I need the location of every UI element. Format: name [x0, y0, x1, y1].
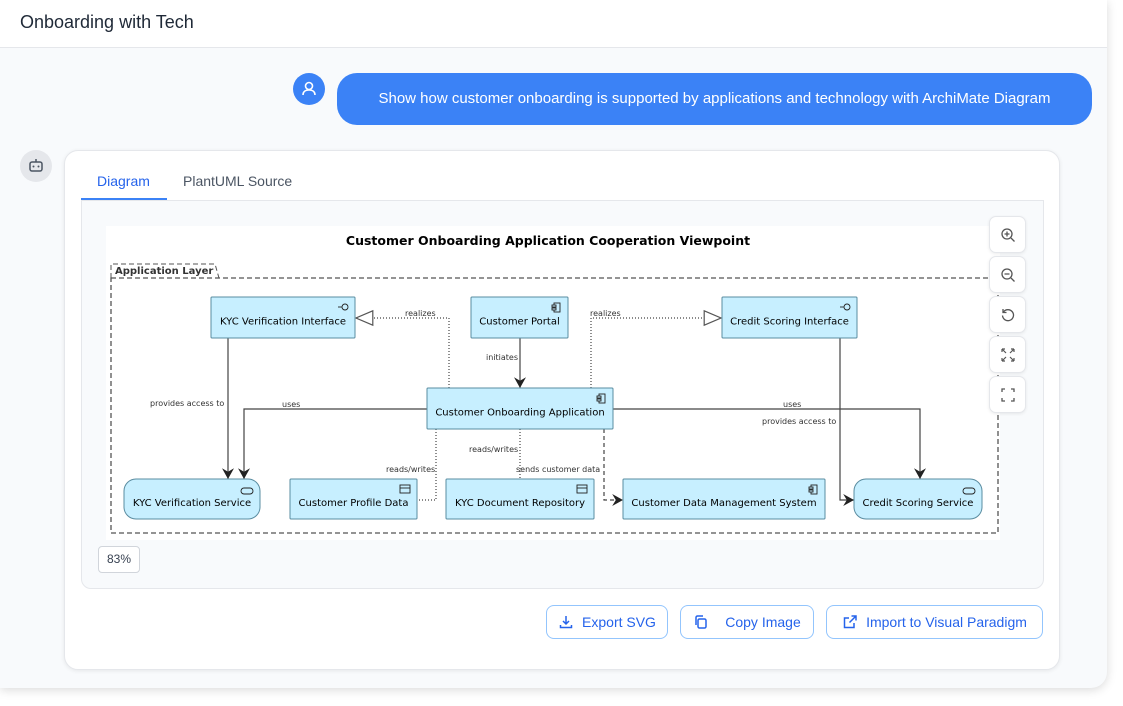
node-label: Customer Portal [479, 317, 559, 328]
diagram-title: Customer Onboarding Application Cooperat… [346, 233, 750, 248]
import-visual-paradigm-label: Import to Visual Paradigm [866, 614, 1027, 630]
zoom-in-icon [1000, 227, 1015, 242]
application-component-icon [808, 484, 818, 495]
edge-uses-kyc [238, 408, 427, 479]
copy-icon [695, 615, 707, 629]
edge-label: provides access to [762, 417, 836, 426]
group-application-layer: Application Layer [110, 263, 999, 534]
fit-view-button[interactable] [989, 336, 1026, 373]
edge-sends-data [603, 429, 623, 506]
edge-label: realizes [405, 309, 436, 318]
user-message: Show how customer onboarding is supporte… [337, 73, 1092, 125]
node-kyc-service[interactable]: KYC Verification Service [123, 478, 261, 520]
application-interface-icon [840, 303, 851, 311]
edge-realizes-credit [590, 318, 721, 388]
import-visual-paradigm-button[interactable]: Import to Visual Paradigm [826, 605, 1043, 639]
edge-label: reads/writes [469, 445, 518, 454]
group-label: Application Layer [115, 266, 213, 277]
node-portal[interactable]: Customer Portal [470, 296, 569, 339]
node-kyc-repo[interactable]: KYC Document Repository [445, 478, 595, 520]
reset-view-button[interactable] [989, 296, 1026, 333]
user-avatar [293, 73, 325, 105]
edge-label: uses [783, 400, 801, 409]
node-label: KYC Document Repository [455, 498, 585, 509]
node-label: Customer Data Management System [631, 498, 816, 509]
application-component-icon [596, 393, 606, 404]
zoom-level: 83% [98, 546, 140, 573]
header: Onboarding with Tech [0, 0, 1107, 48]
zoom-out-button[interactable] [989, 256, 1026, 293]
copy-image-label: Copy Image [725, 614, 801, 630]
zoom-in-button[interactable] [989, 216, 1026, 253]
data-object-icon [576, 484, 588, 494]
fullscreen-icon [1000, 387, 1015, 402]
robot-icon [29, 159, 43, 172]
fit-icon [1000, 347, 1015, 362]
zoom-out-icon [1000, 267, 1015, 282]
data-object-icon [399, 484, 411, 494]
application-service-icon [240, 487, 254, 495]
node-profile-data[interactable]: Customer Profile Data [289, 478, 418, 520]
page-title: Onboarding with Tech [20, 12, 194, 32]
export-svg-button[interactable]: Export SVG [546, 605, 668, 639]
fullscreen-button[interactable] [989, 376, 1026, 413]
node-label: Credit Scoring Service [863, 498, 974, 509]
node-coa[interactable]: Customer Onboarding Application [426, 387, 614, 430]
reset-icon [1001, 308, 1014, 321]
node-kyc-interface[interactable]: KYC Verification Interface [210, 296, 356, 339]
external-link-icon [843, 615, 857, 629]
node-label: Customer Onboarding Application [435, 408, 604, 419]
application-service-icon [962, 487, 976, 495]
edges [222, 318, 926, 506]
edge-provides-credit [839, 338, 854, 506]
edge-label: realizes [590, 309, 621, 318]
edge-label: sends customer data [516, 465, 600, 474]
node-credit-interface[interactable]: Credit Scoring Interface [721, 296, 858, 339]
edge-label: reads/writes [386, 465, 435, 474]
node-label: Credit Scoring Interface [730, 317, 849, 328]
copy-image-button[interactable]: Copy Image [680, 605, 814, 639]
node-label: KYC Verification Service [133, 498, 251, 509]
download-icon [559, 616, 573, 629]
nodes: KYC Verification Interface Customer Porta… [123, 296, 983, 520]
user-icon [302, 81, 316, 96]
export-svg-label: Export SVG [582, 614, 656, 630]
edge-label: initiates [486, 353, 518, 362]
tab-diagram[interactable]: Diagram [81, 172, 167, 200]
edge-labels: provides access to uses initiates realiz… [150, 309, 836, 474]
application-component-icon [551, 302, 561, 313]
node-credit-service[interactable]: Credit Scoring Service [853, 478, 983, 520]
bot-avatar [20, 150, 52, 182]
edge-label: uses [282, 400, 300, 409]
tab-plantuml-source[interactable]: PlantUML Source [183, 173, 293, 189]
node-label: Customer Profile Data [299, 498, 409, 509]
node-cdms[interactable]: Customer Data Management System [622, 478, 826, 520]
node-label: KYC Verification Interface [220, 317, 346, 328]
edge-label: provides access to [150, 399, 224, 408]
edge-realizes-kyc [356, 318, 450, 388]
edge-uses-credit [613, 408, 926, 479]
application-interface-icon [338, 303, 349, 311]
